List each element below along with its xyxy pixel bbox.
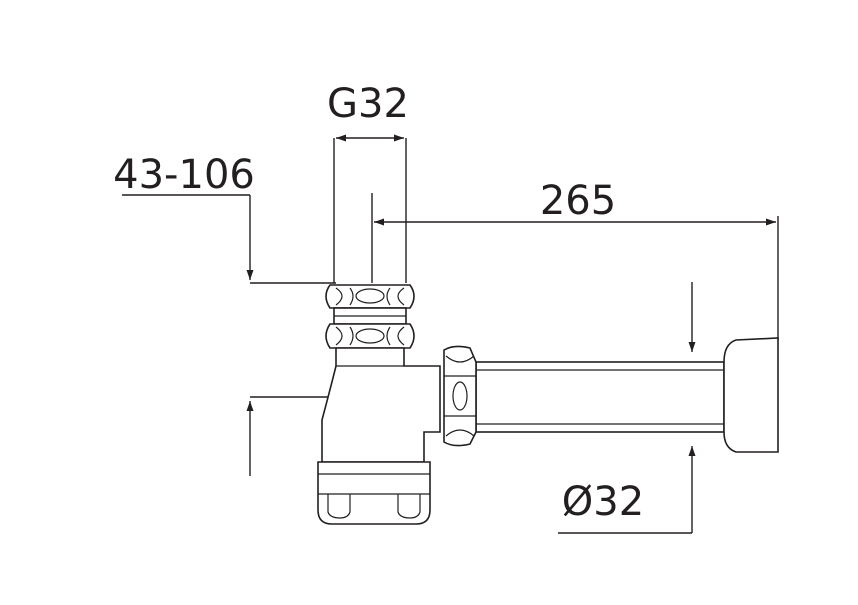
diameter-dimension-label: Ø32 <box>562 479 644 525</box>
lower-nut <box>325 323 415 349</box>
trap-body <box>321 347 441 463</box>
outlet-pipe <box>475 361 725 433</box>
length-dimension: 265 <box>371 178 779 340</box>
height-dimension-label: 43-106 <box>113 152 255 198</box>
height-dimension: 43-106 <box>113 152 388 476</box>
thread-dimension: G32 <box>327 81 409 283</box>
thread-dimension-label: G32 <box>327 81 409 127</box>
outlet-nut <box>443 345 477 447</box>
trap-bottom-cap <box>317 461 431 525</box>
diameter-dimension: Ø32 <box>558 282 696 534</box>
length-dimension-label: 265 <box>540 178 616 224</box>
upper-nut <box>325 284 415 309</box>
bottle-trap <box>317 284 779 525</box>
wall-rosette <box>723 337 779 453</box>
